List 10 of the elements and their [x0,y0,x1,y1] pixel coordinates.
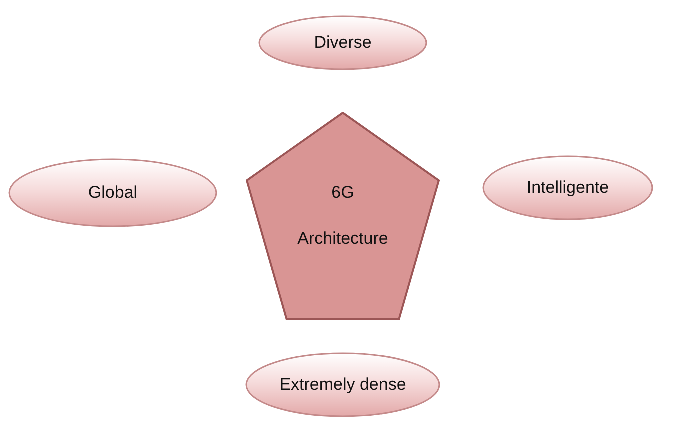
ellipse-shape [245,352,441,418]
node-label: 6G Architecture [296,182,390,250]
node-label: Extremely dense [278,375,408,395]
node-label: Intelligente [526,178,610,198]
pentagon-shape [246,112,440,320]
node-label: Global [87,183,139,203]
ellipse-shape [482,155,654,221]
node-label: Diverse [313,33,373,53]
ellipse-shape [258,15,428,71]
ellipse-shape [8,158,218,228]
